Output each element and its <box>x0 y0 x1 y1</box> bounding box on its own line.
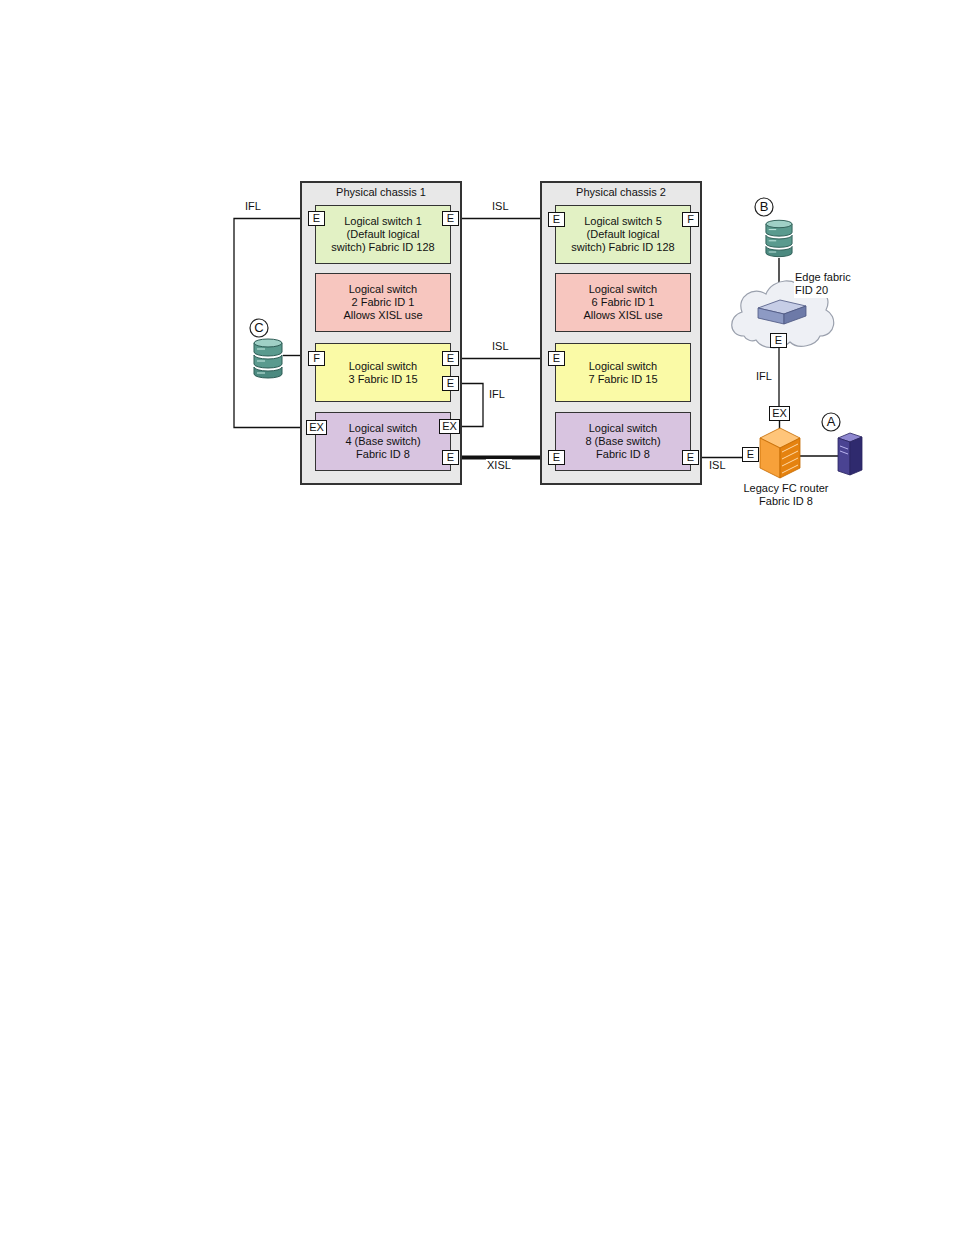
port-box: EX <box>769 406 790 421</box>
node-label: Logical switch 4 (Base switch) Fabric ID… <box>329 422 437 461</box>
logical-switch: E Logical switch 7 Fabric ID 15 <box>555 343 691 402</box>
port-type: E <box>447 213 454 224</box>
link-line <box>459 358 548 359</box>
port-type: F <box>313 353 320 364</box>
illustration-part <box>838 438 850 475</box>
storage-icon <box>254 339 282 378</box>
server-icon <box>838 433 862 475</box>
physical-chassis: E F Logical switch 5 (Default logical swit… <box>540 181 702 485</box>
link-line <box>459 384 483 427</box>
device-wire <box>800 455 838 456</box>
port-type: EX <box>442 421 457 432</box>
callout-letter: A <box>822 413 840 431</box>
router-stripe <box>782 444 798 452</box>
node-label: Logical switch 2 Fabric ID 1 Allows XISL… <box>329 283 437 322</box>
chassis-title: Physical chassis 1 <box>336 186 426 199</box>
port-type: E <box>447 353 454 364</box>
port-box: E <box>442 450 459 465</box>
port-box: E <box>548 351 565 366</box>
link-label: ISL <box>491 340 510 353</box>
port-type: E <box>447 378 454 389</box>
logical-switch: EXEXELogical switch 4 (Base switch) Fabr… <box>315 412 451 471</box>
port-box: E <box>308 211 325 226</box>
port-type: E <box>553 353 560 364</box>
logical-switch: Logical switch 6 Fabric ID 1 Allows XISL… <box>555 273 691 332</box>
link-label: IFL <box>755 370 773 383</box>
callout-letter: B <box>755 198 773 216</box>
port-type: E <box>687 452 694 463</box>
port-box: EX <box>306 420 327 435</box>
physical-chassis: E E Logical switch 1 (Default logical swit… <box>300 181 462 485</box>
link-label: IFL <box>488 388 506 401</box>
node-label: Logical switch 6 Fabric ID 1 Allows XISL… <box>569 283 677 322</box>
node-label: Logical switch 3 Fabric ID 15 <box>329 360 437 386</box>
port-box: E <box>548 450 565 465</box>
port-type: E <box>553 214 560 225</box>
port-type: EX <box>772 408 787 419</box>
callout-letter: C <box>250 319 268 337</box>
port-type: F <box>687 214 694 225</box>
port-type: E <box>553 452 560 463</box>
switch-icon <box>758 300 806 324</box>
port-box: E <box>682 450 699 465</box>
edge-fabric-cloud: EEdge fabric FID 20 <box>726 270 838 352</box>
logical-switch: E E Logical switch 8 (Base switch) Fabric … <box>555 412 691 471</box>
port-box: E <box>442 351 459 366</box>
illustration-part <box>760 438 780 478</box>
link-line <box>778 348 779 406</box>
node-label: Logical switch 8 (Base switch) Fabric ID… <box>569 422 677 461</box>
link-label: XISL <box>486 459 512 472</box>
logical-switch: E E Logical switch 1 (Default logical swit… <box>315 205 451 264</box>
link-line <box>699 457 742 458</box>
callout-circle <box>822 413 840 431</box>
port-type: EX <box>309 422 324 433</box>
port-box: E <box>442 376 459 391</box>
storage-icon <box>766 220 792 256</box>
port-box: E <box>770 333 787 348</box>
port-type: E <box>747 449 754 460</box>
router-stripe <box>782 458 798 466</box>
callout-circle <box>755 198 773 216</box>
chassis-title: Physical chassis 2 <box>576 186 666 199</box>
logical-switch: Logical switch 2 Fabric ID 1 Allows XISL… <box>315 273 451 332</box>
port-box: F <box>308 351 325 366</box>
port-box: F <box>682 212 699 227</box>
illustration-part <box>840 446 848 454</box>
router-stripe <box>782 451 798 459</box>
node-label: Edge fabric FID 20 <box>794 270 860 298</box>
illustration-part <box>784 306 806 324</box>
fc-router: Legacy FC router Fabric ID 8 <box>731 426 841 512</box>
port-box: E <box>442 211 459 226</box>
link-label: ISL <box>708 459 727 472</box>
node-label: Logical switch 5 (Default logical switch… <box>565 215 681 254</box>
link-line <box>234 219 308 428</box>
illustration-part <box>850 437 862 475</box>
port-type: E <box>775 335 782 346</box>
illustration-part <box>758 308 784 324</box>
router-stripe <box>782 465 798 473</box>
logical-switch: F E E Logical switch 3 Fabric ID 15 <box>315 343 451 402</box>
port-type: E <box>313 213 320 224</box>
link-line <box>459 218 548 219</box>
node-label: Logical switch 7 Fabric ID 15 <box>569 360 677 386</box>
link-label: ISL <box>491 200 510 213</box>
link-label: IFL <box>244 200 262 213</box>
illustration-part <box>780 438 800 478</box>
port-box: E <box>742 447 759 462</box>
node-label: Logical switch 1 (Default logical switch… <box>325 215 441 254</box>
node-label: Legacy FC router Fabric ID 8 <box>731 482 841 508</box>
port-box: EX <box>439 419 460 434</box>
logical-switch: E F Logical switch 5 (Default logical swit… <box>555 205 691 264</box>
port-box: E <box>548 212 565 227</box>
callout-circle <box>250 319 268 337</box>
port-type: E <box>447 452 454 463</box>
